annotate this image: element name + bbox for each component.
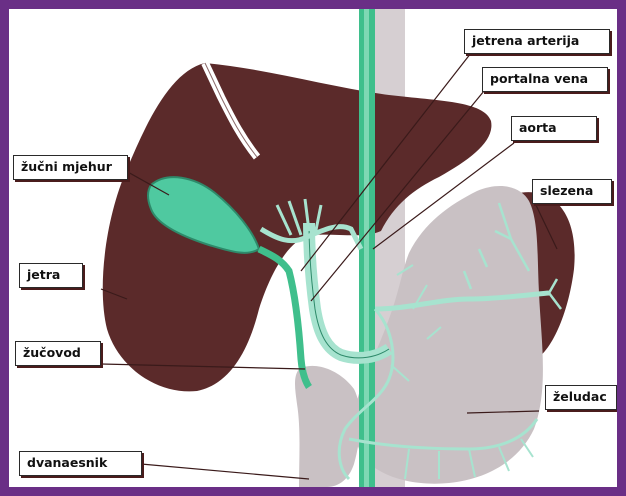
label-duodenum: dvanaesnik (19, 451, 142, 476)
label-hepatic-artery: jetrena arterija (464, 29, 610, 54)
label-portal-vein: portalna vena (482, 67, 608, 92)
leader-duodenum (141, 464, 309, 479)
label-gallbladder: žučni mjehur (13, 155, 128, 180)
label-aorta: aorta (511, 116, 597, 141)
label-stomach: želudac (545, 385, 617, 410)
label-liver: jetra (19, 263, 83, 288)
label-spleen: slezena (532, 179, 612, 204)
diagram-frame: jetrena arterija portalna vena aorta sle… (9, 9, 617, 487)
label-bile-duct: žučovod (15, 341, 101, 366)
aorta-highlight (364, 9, 369, 487)
